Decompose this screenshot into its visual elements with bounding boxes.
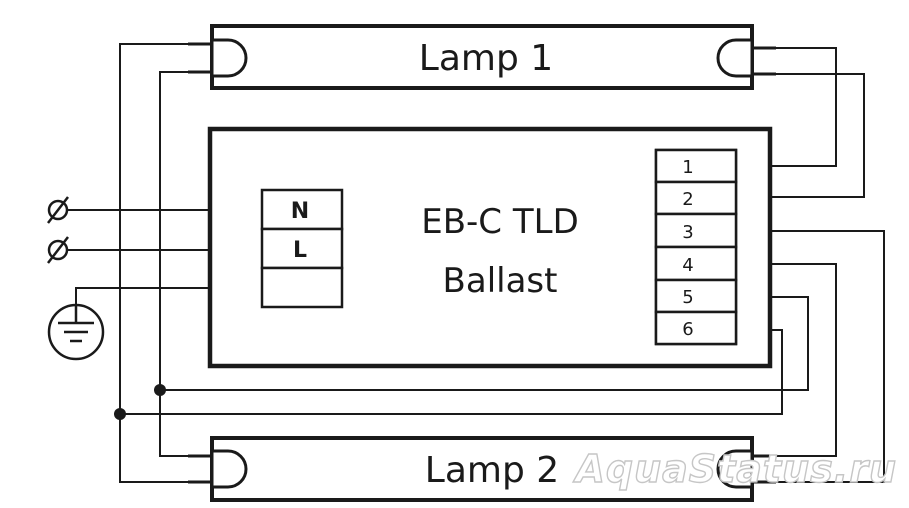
lamp-1-right-cap: [716, 38, 754, 78]
output-terminal-strip: 1 2 3 4 5 6: [654, 148, 738, 346]
output-terminal: [654, 245, 738, 282]
output-terminal-label: 4: [682, 255, 693, 276]
terminal-n-label: N: [291, 199, 309, 224]
wires: [66, 43, 885, 483]
output-terminal-label: 5: [682, 287, 693, 308]
output-terminal-label: 1: [682, 157, 693, 178]
watermark: AquaStatus.ru: [572, 447, 897, 491]
mains-terminal-icon: [47, 196, 69, 224]
wire-terminal-2: [735, 73, 865, 198]
junction-dot: [154, 384, 166, 396]
output-terminal: [654, 310, 738, 346]
terminal-l: [260, 227, 344, 270]
ballast: EB-C TLD Ballast N L 1 2 3 4 5 6: [207, 126, 773, 369]
ballast-title: EB-C TLD: [421, 202, 579, 242]
lamp-1-label: Lamp 1: [419, 38, 553, 79]
lamp-1-left-cap: [210, 38, 248, 78]
junction-dot: [114, 408, 126, 420]
terminal-earth: [260, 266, 344, 309]
lamp-2-right-cap: [716, 449, 754, 489]
wire-terminal-4: [735, 263, 837, 457]
output-terminal: [654, 148, 738, 184]
output-terminal: [654, 212, 738, 249]
output-terminal-label: 6: [682, 319, 693, 340]
wire-lamp1-left-lower: [159, 71, 198, 457]
lamp-2: Lamp 2: [188, 436, 776, 502]
output-terminal-label: 3: [682, 222, 693, 243]
mains-terminal-icon: [47, 236, 69, 264]
wire-terminal-1: [735, 47, 837, 167]
input-terminal-block: N L: [260, 188, 344, 309]
lamp-2-label: Lamp 2: [425, 450, 559, 491]
ballast-subtitle: Ballast: [443, 261, 558, 301]
ground-icon: [47, 303, 105, 361]
wire-lamp1-left-upper: [119, 43, 198, 483]
lamp-1-tube: [210, 24, 754, 90]
output-terminal-label: 2: [682, 189, 693, 210]
output-terminal: [654, 278, 738, 314]
lamp-1: Lamp 1: [188, 24, 776, 90]
wire-earth: [75, 287, 262, 306]
terminal-l-label: L: [293, 238, 307, 263]
wire-terminal-3: [735, 230, 885, 483]
output-terminal: [654, 180, 738, 216]
lamp-2-left-cap: [210, 449, 248, 489]
